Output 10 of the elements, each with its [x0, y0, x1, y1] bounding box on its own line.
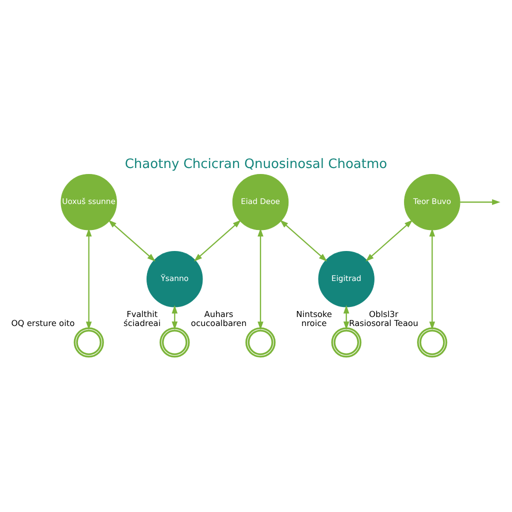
diagram-title: Chaotny Chcicran Qnuosinosal Choatmo: [124, 157, 388, 172]
node-label: OQ ersture oito: [11, 318, 75, 328]
node-label: Auhars: [204, 309, 234, 320]
node-label: nroice: [301, 318, 327, 328]
node-label: Rasiosoral Teaou: [349, 318, 418, 328]
node-label: Oblsl3r: [368, 309, 398, 320]
node-label: Fvalthit: [126, 309, 158, 320]
node-label: ściadreai: [124, 318, 161, 328]
node-label: ocucoalbaren: [190, 318, 247, 328]
node-label: Nintsoke: [296, 309, 332, 320]
